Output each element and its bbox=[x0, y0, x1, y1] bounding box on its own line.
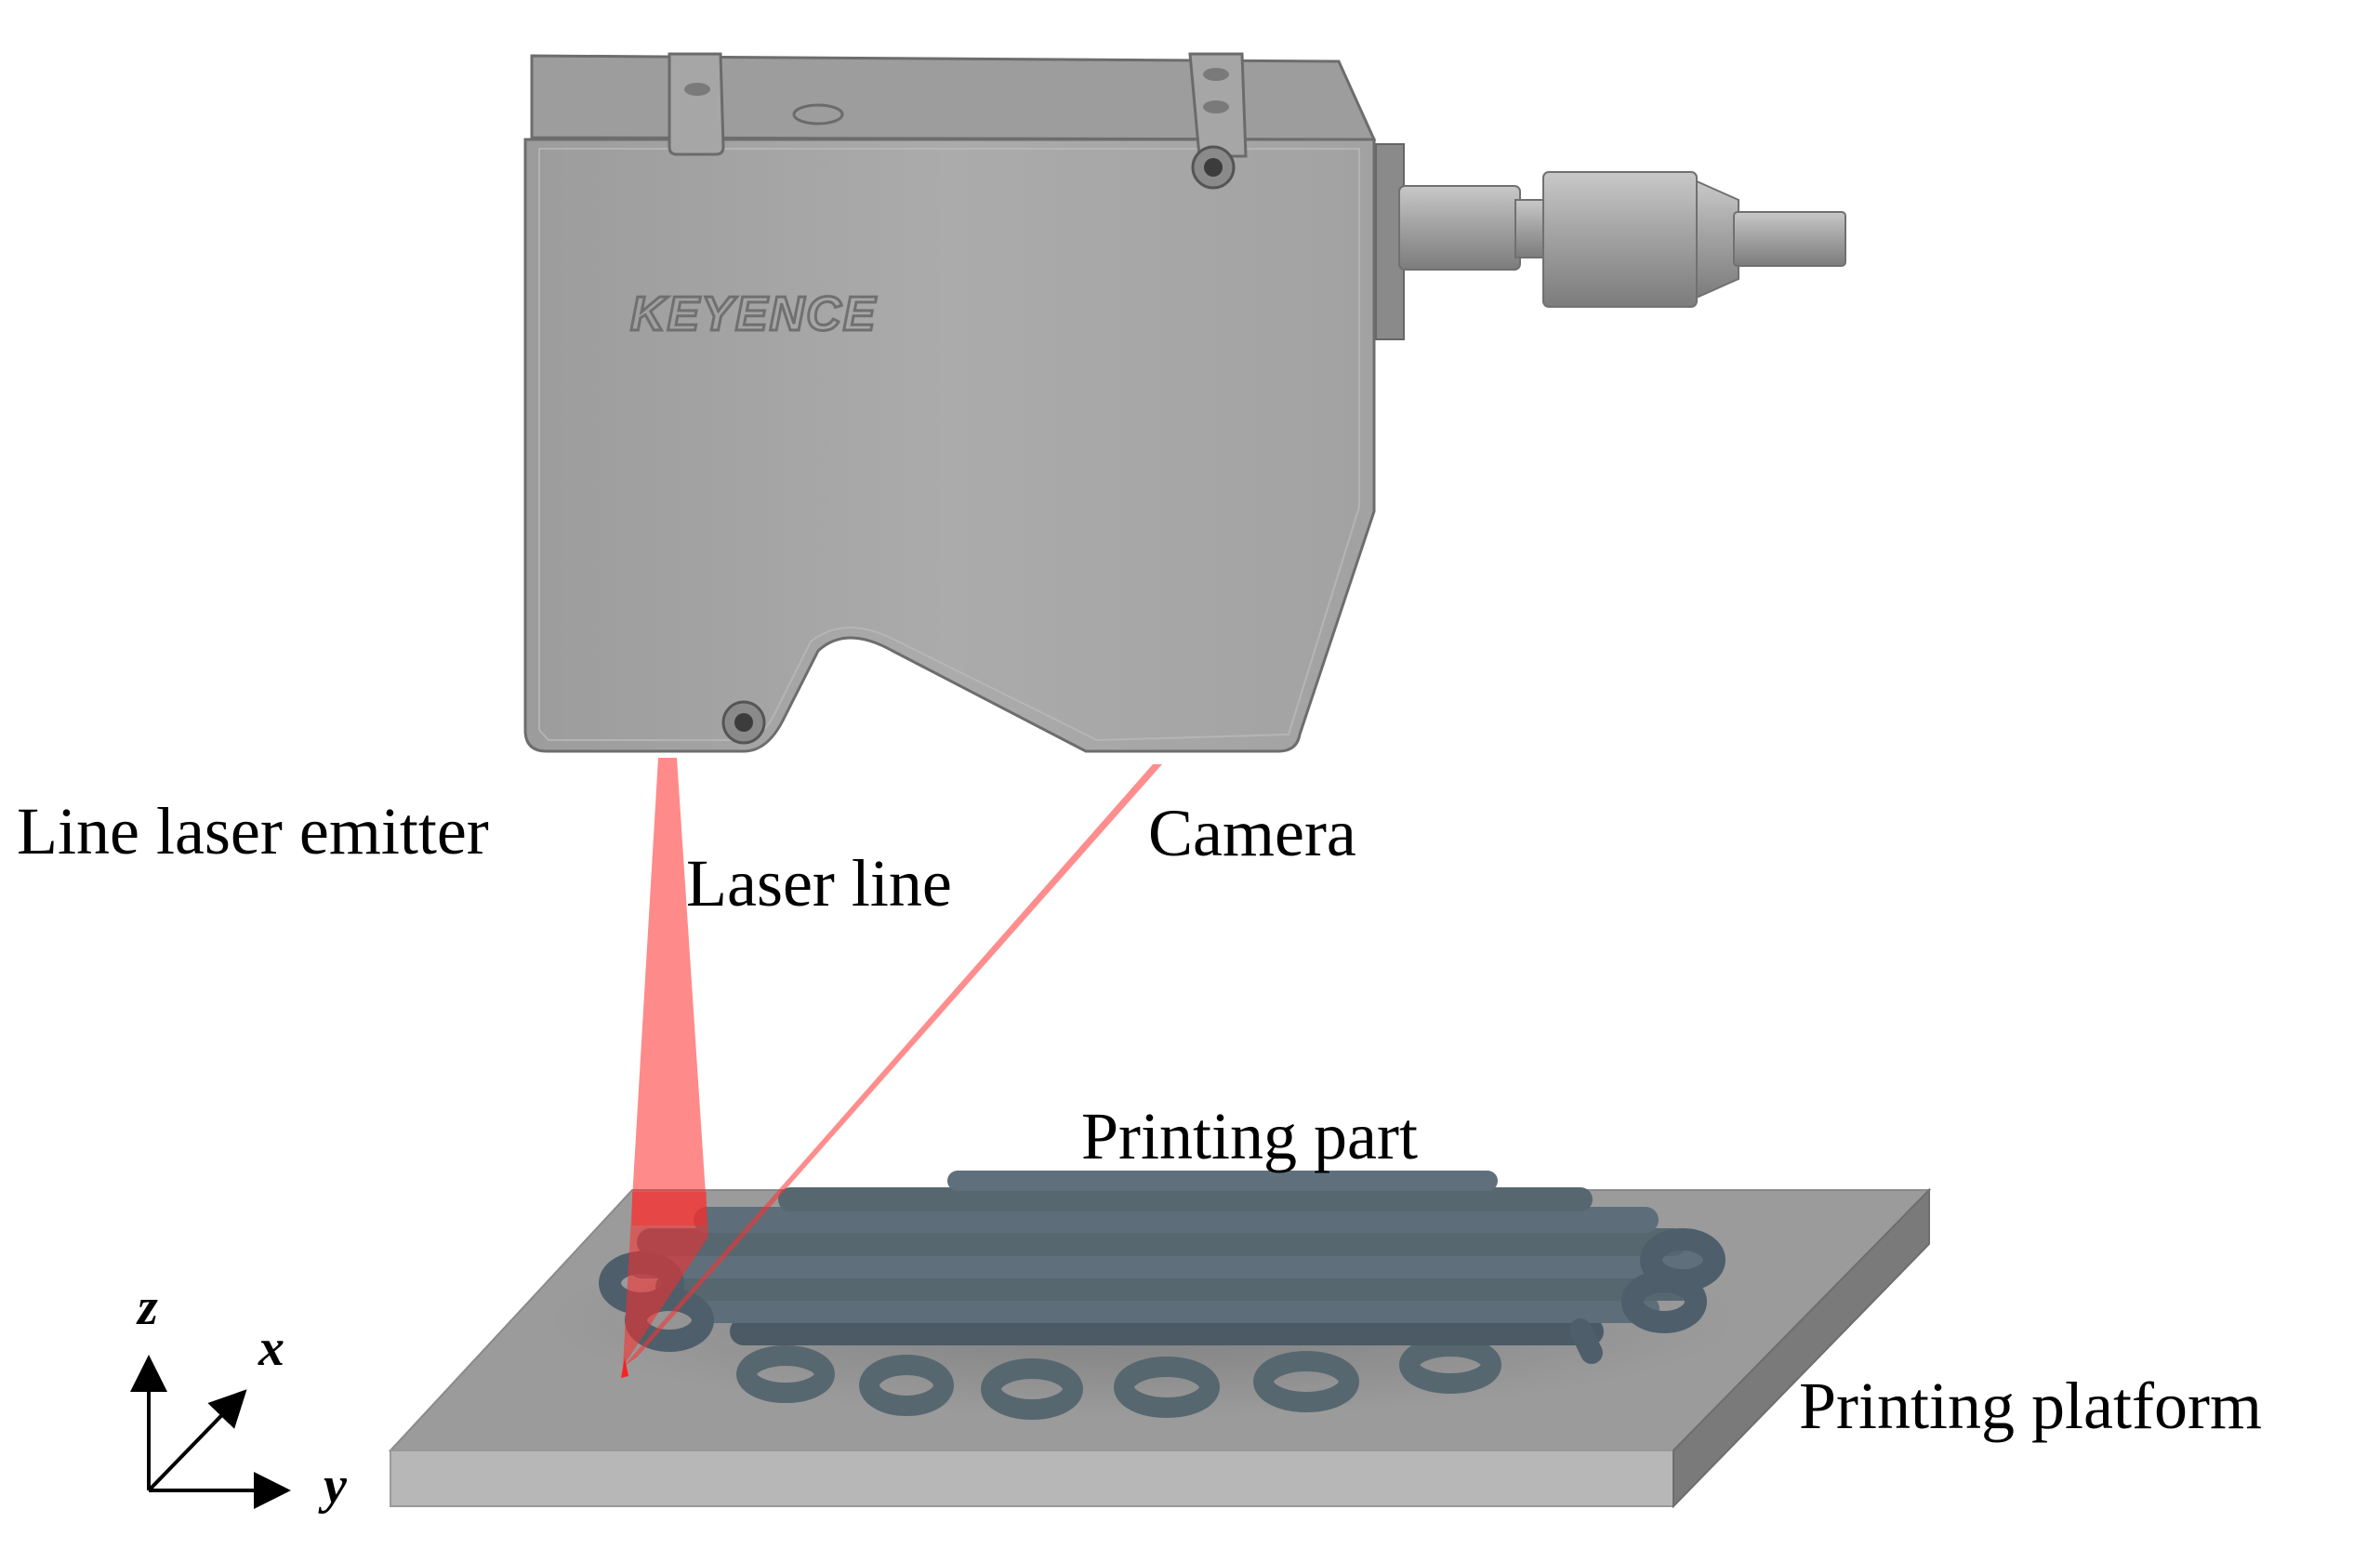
laser-sensor-head: KEYENCE bbox=[523, 52, 1846, 753]
laser-tip bbox=[621, 1357, 628, 1378]
axis-label-y: y bbox=[324, 1457, 347, 1515]
laser-emitter-beam bbox=[623, 758, 708, 1367]
printing-part bbox=[599, 1171, 1726, 1420]
x-axis-arrow bbox=[147, 1389, 247, 1492]
sensor-top-face bbox=[530, 54, 1377, 141]
coordinate-axes bbox=[130, 1355, 291, 1509]
sensor-brand-logo: KEYENCE bbox=[630, 287, 877, 341]
label-printing-part: Printing part bbox=[1081, 1099, 1418, 1173]
axis-label-z: z bbox=[138, 1278, 158, 1336]
label-line-laser-emitter: Line laser emitter bbox=[17, 794, 489, 868]
label-printing-platform: Printing platform bbox=[1799, 1369, 2262, 1443]
sensor-screw-holes bbox=[684, 68, 1236, 745]
part-bottom-loops bbox=[736, 1336, 1501, 1420]
axis-label-x: x bbox=[258, 1319, 284, 1377]
sensor-body bbox=[523, 138, 1376, 753]
platform-front-face bbox=[390, 1450, 1674, 1507]
camera-reflection-beam bbox=[623, 764, 1162, 1367]
laser-line-on-part bbox=[632, 1192, 707, 1225]
label-laser-line: Laser line bbox=[686, 846, 952, 920]
sensor-cable-connector bbox=[1375, 143, 1846, 340]
platform-side-face bbox=[1673, 1187, 1930, 1509]
label-camera: Camera bbox=[1148, 796, 1356, 870]
laser-beams bbox=[621, 758, 1162, 1378]
part-strands bbox=[628, 1171, 1711, 1345]
sensor-mount-clips bbox=[668, 52, 1248, 158]
